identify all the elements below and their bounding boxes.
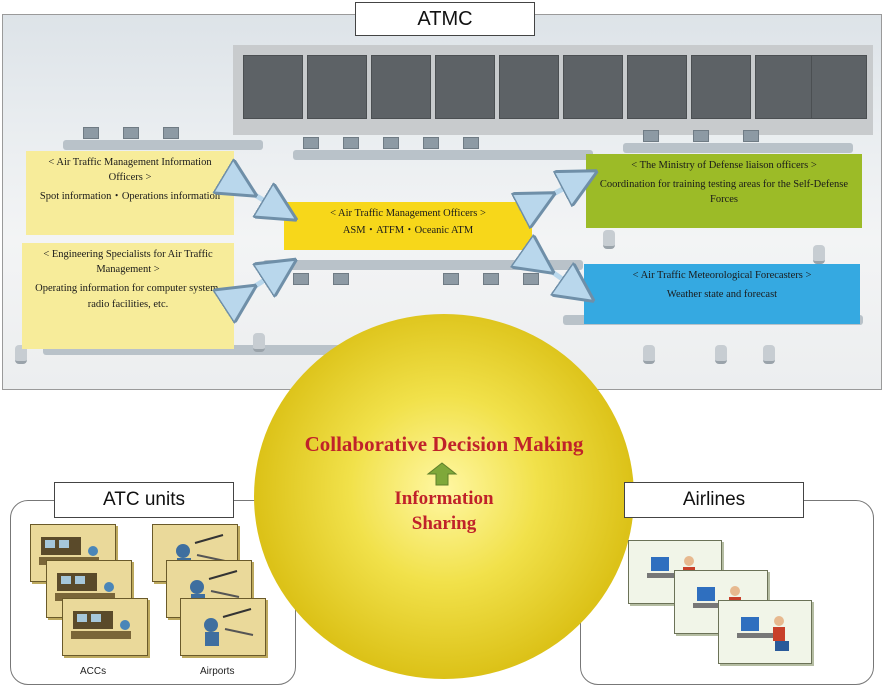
monitor [443, 273, 459, 285]
monitor [423, 137, 439, 149]
double-arrow-icon [538, 180, 580, 202]
box-body: Operating information for computer syste… [35, 283, 221, 310]
chair [715, 345, 727, 364]
monitor [343, 137, 359, 149]
atc-units-title: ATC units [54, 482, 234, 518]
airports-label: Airports [200, 666, 235, 677]
box-body: ASM・ATFM・Oceanic ATM [342, 225, 474, 237]
box-heading: < Engineering Specialists for Air Traffi… [43, 249, 213, 276]
monitor [303, 137, 319, 149]
wall-screen [811, 55, 867, 119]
chair [253, 333, 265, 352]
console-desk [293, 150, 593, 160]
acc-image [62, 598, 148, 656]
wall-screen [435, 55, 495, 119]
chair [643, 345, 655, 364]
double-arrow-icon [538, 262, 578, 290]
wall-screen [691, 55, 751, 119]
information-sharing-label: Information Sharing [254, 487, 634, 536]
box-heading: < Air Traffic Management Officers > [330, 208, 486, 219]
console-desk [43, 345, 343, 355]
console-desk [63, 140, 263, 150]
chair [813, 245, 825, 264]
box-heading: < The Ministry of Defense liaison office… [631, 160, 817, 171]
information-sharing-line: Sharing [411, 512, 477, 534]
wall-screen [243, 55, 303, 119]
accs-label: ACCs [80, 666, 107, 677]
wall-screen [307, 55, 367, 119]
box-body: Spot information・Operations information [39, 191, 221, 203]
wall-screen [627, 55, 687, 119]
wall-screen [755, 55, 815, 119]
ministry-of-defense-liaison-box: < The Ministry of Defense liaison office… [586, 154, 862, 228]
wall-screen [371, 55, 431, 119]
monitor [333, 273, 349, 285]
double-arrow-icon [240, 270, 280, 296]
monitor [463, 137, 479, 149]
connector-arrows [0, 0, 882, 400]
monitor [643, 130, 659, 142]
monitor [83, 127, 99, 139]
wall-screen [563, 55, 623, 119]
box-body: Weather state and forecast [666, 289, 778, 301]
monitor [693, 130, 709, 142]
atm-information-officers-box: < Air Traffic Management Information Off… [26, 151, 234, 235]
console-desk [623, 143, 853, 153]
console-desk [263, 260, 583, 270]
information-sharing-line: Information [394, 488, 494, 509]
cdm-circle [254, 314, 634, 679]
meteorological-forecasters-box: < Air Traffic Meteorological Forecasters… [584, 264, 860, 324]
airlines-title: Airlines [624, 482, 804, 518]
monitor [383, 137, 399, 149]
monitor [483, 273, 499, 285]
engineering-specialists-box: < Engineering Specialists for Air Traffi… [22, 243, 234, 349]
atmc-title: ATMC [355, 2, 535, 36]
airport-image [180, 598, 266, 656]
chair [763, 345, 775, 364]
monitor [163, 127, 179, 139]
wall-screen [499, 55, 559, 119]
chair [15, 345, 27, 364]
atm-officers-box: < Air Traffic Management Officers > ASM・… [284, 202, 532, 250]
airline-office-image [718, 600, 812, 664]
double-arrow-icon [240, 186, 280, 210]
cdm-label: Collaborative Decision Making [304, 432, 584, 456]
box-heading: < Air Traffic Management Information Off… [48, 157, 212, 184]
box-heading: < Air Traffic Meteorological Forecasters… [632, 270, 812, 281]
box-body: Coordination for training testing areas … [599, 179, 849, 206]
chair [603, 230, 615, 249]
monitor [123, 127, 139, 139]
monitor [743, 130, 759, 142]
up-arrow-icon [426, 462, 458, 486]
